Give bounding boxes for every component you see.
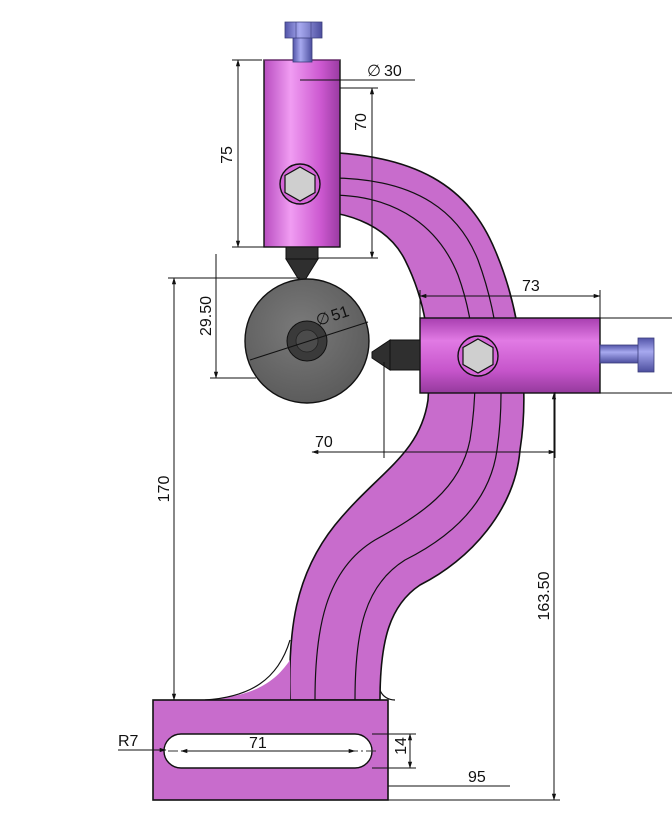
dim-wheel-diameter: ∅51: [249, 303, 369, 361]
dim-slot-radius: R7: [118, 733, 167, 753]
top-cylinder: [263, 59, 341, 248]
top-tip: [285, 246, 319, 281]
side-bolt: [599, 337, 655, 373]
dim-total-height: 170: [156, 277, 210, 701]
svg-text:170: 170: [156, 476, 173, 503]
top-bolt: [284, 21, 323, 63]
base-plate: [152, 699, 389, 801]
svg-text:70: 70: [353, 113, 370, 131]
svg-text:∅30: ∅30: [367, 63, 402, 80]
side-cylinder: [419, 317, 601, 394]
diameter-symbol: ∅: [367, 63, 381, 80]
dim-top-offset: 70: [318, 87, 378, 259]
dim-side-length: 73: [419, 278, 601, 318]
svg-text:163.50: 163.50: [536, 571, 553, 620]
dim-wheel-height: 29.50: [198, 254, 300, 379]
dim-base-width: 95: [388, 769, 510, 787]
svg-text:73: 73: [522, 278, 540, 295]
dim-slot-width: 14: [372, 733, 416, 769]
svg-text:71: 71: [249, 735, 267, 752]
dim-side-height: 163.50: [388, 392, 560, 801]
svg-text:75: 75: [219, 146, 236, 164]
dim-slot-length: 71: [180, 735, 356, 754]
svg-text:14: 14: [393, 737, 410, 755]
frame-arm: [185, 151, 525, 701]
side-tip: [371, 339, 421, 371]
grinding-wheel: [244, 278, 370, 404]
side-hex-bolt: [457, 335, 499, 377]
top-hex-bolt: [279, 163, 321, 205]
svg-text:∅51: ∅51: [314, 303, 351, 330]
dim-top-length: 75: [219, 59, 284, 248]
svg-text:29.50: 29.50: [198, 296, 215, 336]
svg-text:R7: R7: [118, 733, 139, 750]
svg-text:70: 70: [315, 434, 333, 451]
dim-side-offset: 70: [311, 362, 556, 458]
svg-text:95: 95: [468, 769, 486, 786]
dim-top-diameter: ∅30: [300, 63, 415, 81]
